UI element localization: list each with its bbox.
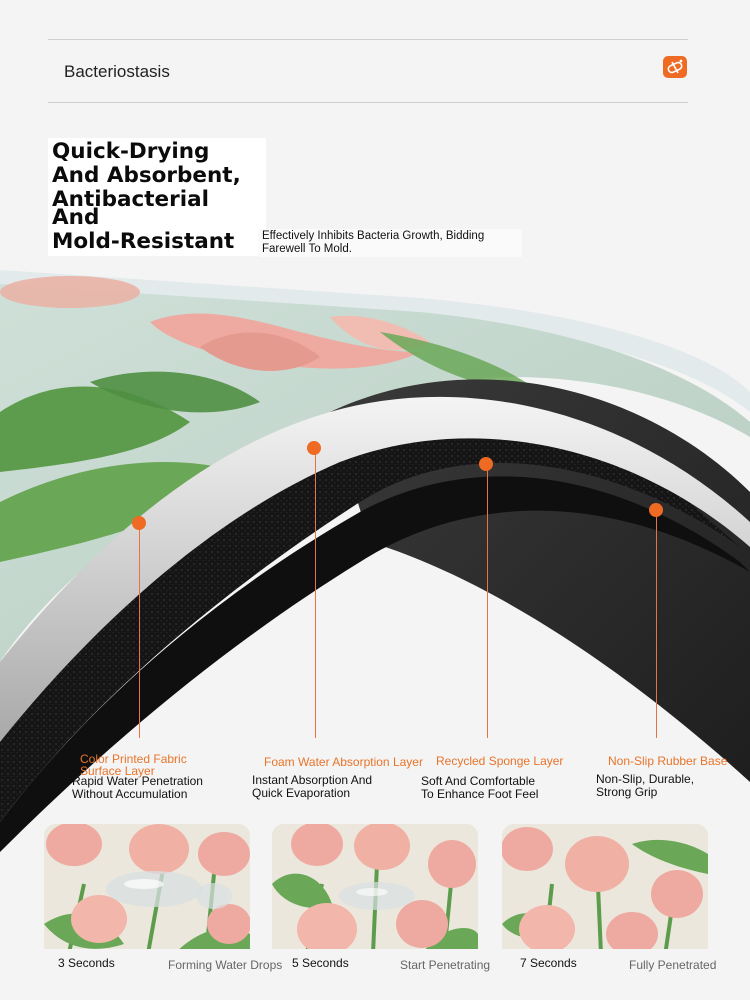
layer-title-sponge: Recycled Sponge Layer (436, 754, 564, 768)
layer-desc-rubber: Non-Slip, Durable, Strong Grip (596, 772, 695, 799)
marker-dot (132, 516, 146, 530)
card-footer (502, 949, 708, 976)
mat-layers-illustration (0, 270, 750, 852)
layer-desc-foam: Instant Absorption And Quick Evaporation (252, 773, 373, 800)
leader-line (315, 452, 316, 738)
header-divider (48, 102, 688, 103)
stage-state: Fully Penetrated (629, 958, 717, 972)
layer-title-foam: Foam Water Absorption Layer (264, 755, 423, 769)
stage-time: 5 Seconds (292, 956, 349, 970)
leader-line (139, 526, 140, 738)
stage-card-2 (272, 824, 478, 976)
leader-line (656, 513, 657, 738)
layer-title-rubber: Non-Slip Rubber Base (608, 754, 728, 768)
stage-state: Forming Water Drops (168, 958, 283, 972)
layer-title-fabric: Color Printed Fabric Surface Layer (80, 752, 187, 778)
stage-time: 7 Seconds (520, 956, 577, 970)
headline-line: Antibacterial (52, 187, 209, 212)
layer-desc-fabric: Rapid Water Penetration Without Accumula… (72, 774, 203, 801)
marker-dot (307, 441, 321, 455)
stage-card-3 (502, 824, 708, 976)
stage-state: Start Penetrating (400, 958, 491, 972)
leader-line (487, 467, 488, 738)
headline-line: Mold-Resistant (52, 229, 235, 254)
headline-line: Quick-Drying (52, 139, 210, 164)
layer-desc-sponge: Soft And Comfortable To Enhance Foot Fee… (421, 774, 539, 801)
marker-dot (479, 457, 493, 471)
top-divider (48, 39, 688, 40)
headline-line: And Absorbent, (52, 163, 241, 188)
card-footer (272, 949, 478, 976)
feature-title: Bacteriostasis (64, 62, 170, 81)
bacteria-shield-icon (663, 56, 687, 78)
marker-dot (649, 503, 663, 517)
stage-time: 3 Seconds (58, 956, 115, 970)
subheadline: Effectively Inhibits Bacteria Growth, Bi… (258, 229, 522, 257)
stage-card-1 (44, 824, 250, 976)
card-footer (44, 949, 250, 976)
subheadline-line: Effectively Inhibits Bacteria Growth, Bi… (262, 230, 485, 242)
subheadline-line: Farewell To Mold. (262, 243, 352, 255)
headline: Quick-Drying And Absorbent, Antibacteria… (48, 138, 266, 256)
headline-line: And (52, 205, 100, 230)
